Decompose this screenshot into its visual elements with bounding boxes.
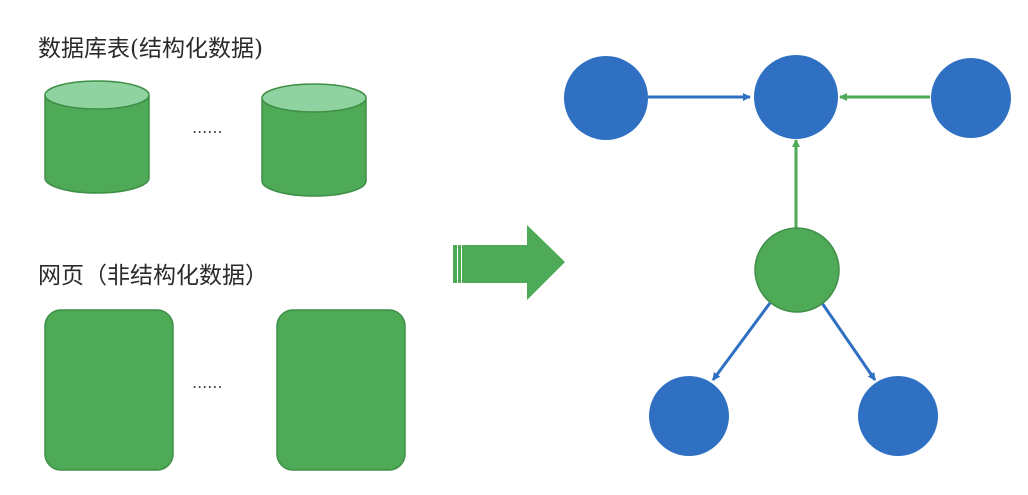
graph-edges [648, 93, 930, 381]
transform-arrow-icon [453, 225, 565, 300]
web-page-2 [276, 309, 406, 471]
edge-n4-n5 [711, 302, 772, 381]
web-page-1 [44, 309, 174, 471]
database-cylinder-2 [261, 83, 367, 197]
edge-n4-n6 [820, 302, 877, 381]
unstructured-data-label: 网页（非结构化数据） [38, 263, 268, 289]
unstructured-ellipsis: ...... [192, 373, 223, 392]
node-n2 [754, 55, 838, 139]
node-n3 [931, 58, 1011, 138]
node-n5 [649, 376, 729, 456]
structured-data-label: 数据库表(结构化数据) [38, 36, 263, 62]
node-n4 [754, 227, 840, 313]
node-n1 [564, 56, 648, 140]
graph-nodes [564, 55, 1011, 456]
structured-ellipsis: ...... [192, 118, 223, 137]
database-cylinder-1 [44, 80, 150, 194]
node-n6 [858, 376, 938, 456]
